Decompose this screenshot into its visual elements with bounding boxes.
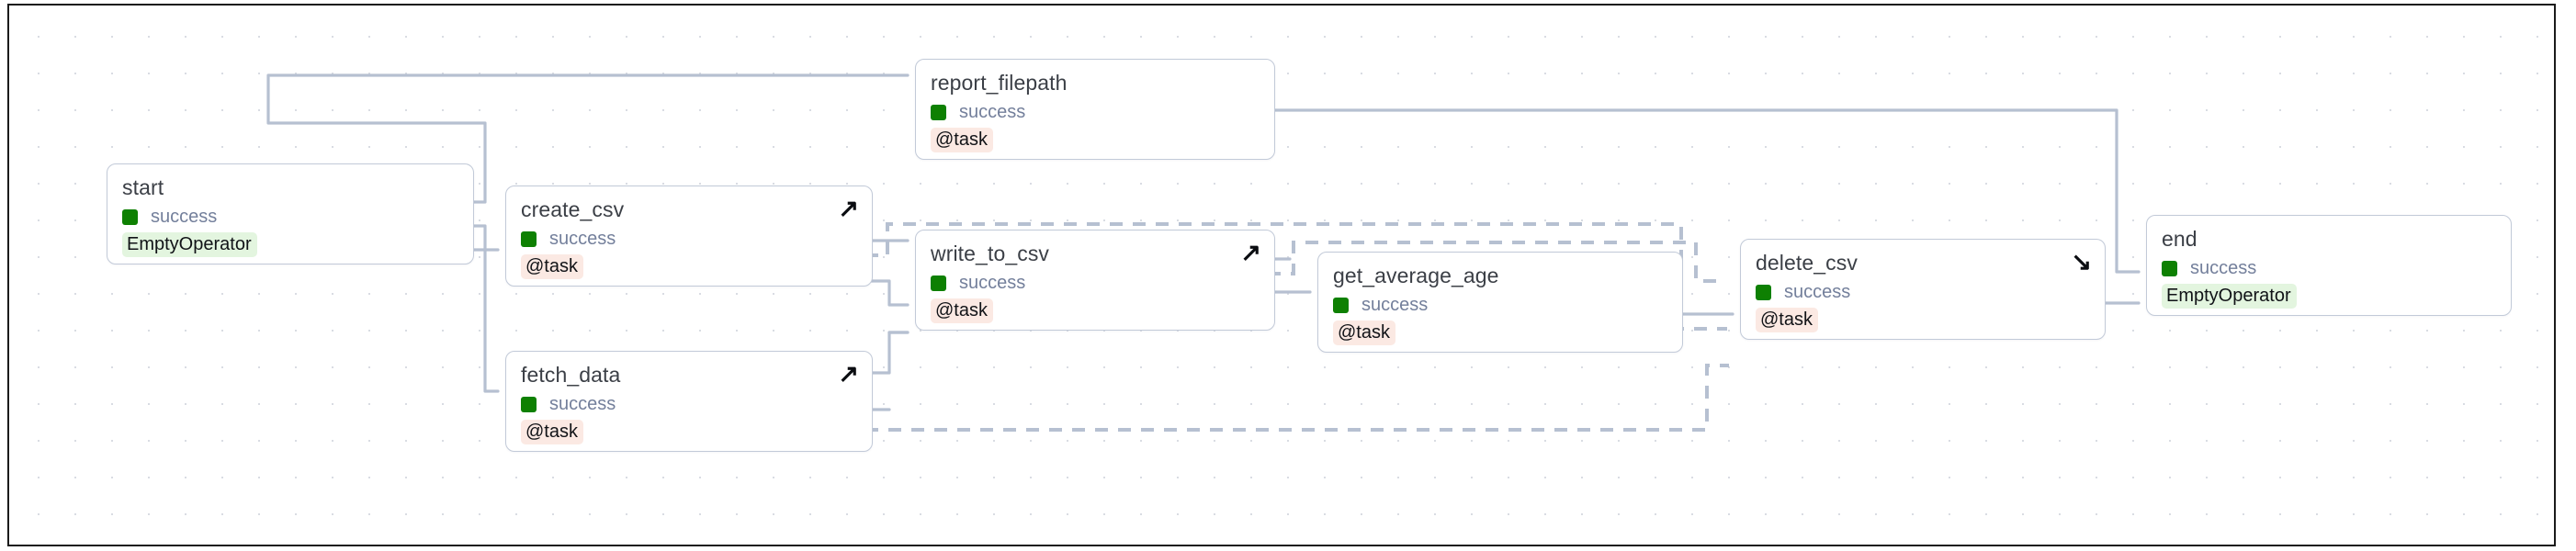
node-status: success: [1756, 282, 2090, 302]
status-success-icon: [931, 275, 946, 291]
status-label: success: [2190, 258, 2257, 278]
status-label: success: [959, 102, 1026, 122]
node-type-badge: @task: [521, 420, 583, 444]
node-type-badge: @task: [1333, 320, 1395, 345]
node-title: report_filepath: [931, 71, 1068, 95]
node-type-badge: @task: [521, 254, 583, 279]
node-title: end: [2162, 227, 2198, 251]
status-success-icon: [931, 104, 946, 120]
node-type-badge: @task: [1756, 308, 1818, 332]
status-success-icon: [122, 208, 138, 225]
dag-node-fetch_data[interactable]: fetch_data ↗ success @task: [505, 351, 873, 452]
status-label: success: [549, 394, 616, 414]
edge-dep-fetch_data-delete_csv: [865, 364, 1729, 432]
dag-node-write_to_csv[interactable]: write_to_csv ↗ success @task: [915, 230, 1275, 331]
node-type-badge: EmptyOperator: [122, 232, 257, 257]
node-status: success: [122, 207, 458, 227]
node-title: get_average_age: [1333, 264, 1499, 287]
dag-node-get_average_age[interactable]: get_average_age success @task: [1317, 252, 1683, 353]
node-status: success: [931, 102, 1260, 122]
node-title: start: [122, 175, 164, 199]
collapse-down-right-arrow-icon[interactable]: ↘: [2071, 248, 2092, 276]
expand-up-right-arrow-icon[interactable]: ↗: [838, 360, 859, 388]
node-type-badge: @task: [931, 298, 993, 323]
dag-node-create_csv[interactable]: create_csv ↗ success @task: [505, 186, 873, 287]
node-title: delete_csv: [1756, 251, 1858, 275]
status-success-icon: [521, 396, 537, 412]
node-title: create_csv: [521, 197, 625, 221]
status-label: success: [1361, 295, 1429, 315]
dag-node-start[interactable]: start success EmptyOperator: [107, 163, 474, 264]
node-status: success: [2162, 258, 2496, 278]
edge-start-fetch_data: [465, 248, 500, 393]
status-success-icon: [1333, 297, 1349, 313]
node-type-badge: EmptyOperator: [2162, 284, 2297, 309]
status-success-icon: [521, 231, 537, 247]
status-label: success: [549, 229, 616, 249]
node-status: success: [521, 394, 857, 414]
edge-create_csv-out-bottom: [864, 279, 910, 307]
node-title: fetch_data: [521, 363, 621, 387]
dag-graph-canvas[interactable]: start success EmptyOperator create_csv ↗…: [7, 4, 2556, 546]
status-success-icon: [2162, 260, 2177, 276]
status-label: success: [151, 207, 218, 227]
dag-node-delete_csv[interactable]: delete_csv ↘ success @task: [1740, 239, 2106, 340]
dag-node-end[interactable]: end success EmptyOperator: [2146, 215, 2512, 316]
expand-up-right-arrow-icon[interactable]: ↗: [1240, 239, 1261, 266]
node-status: success: [931, 273, 1260, 293]
expand-up-right-arrow-icon[interactable]: ↗: [838, 195, 859, 222]
node-status: success: [1333, 295, 1667, 315]
status-label: success: [959, 273, 1026, 293]
dag-node-report_filepath[interactable]: report_filepath success @task: [915, 59, 1275, 160]
status-label: success: [1784, 282, 1851, 302]
node-title: write_to_csv: [931, 242, 1050, 265]
node-status: success: [521, 229, 857, 249]
status-success-icon: [1756, 284, 1771, 300]
node-type-badge: @task: [931, 128, 993, 152]
